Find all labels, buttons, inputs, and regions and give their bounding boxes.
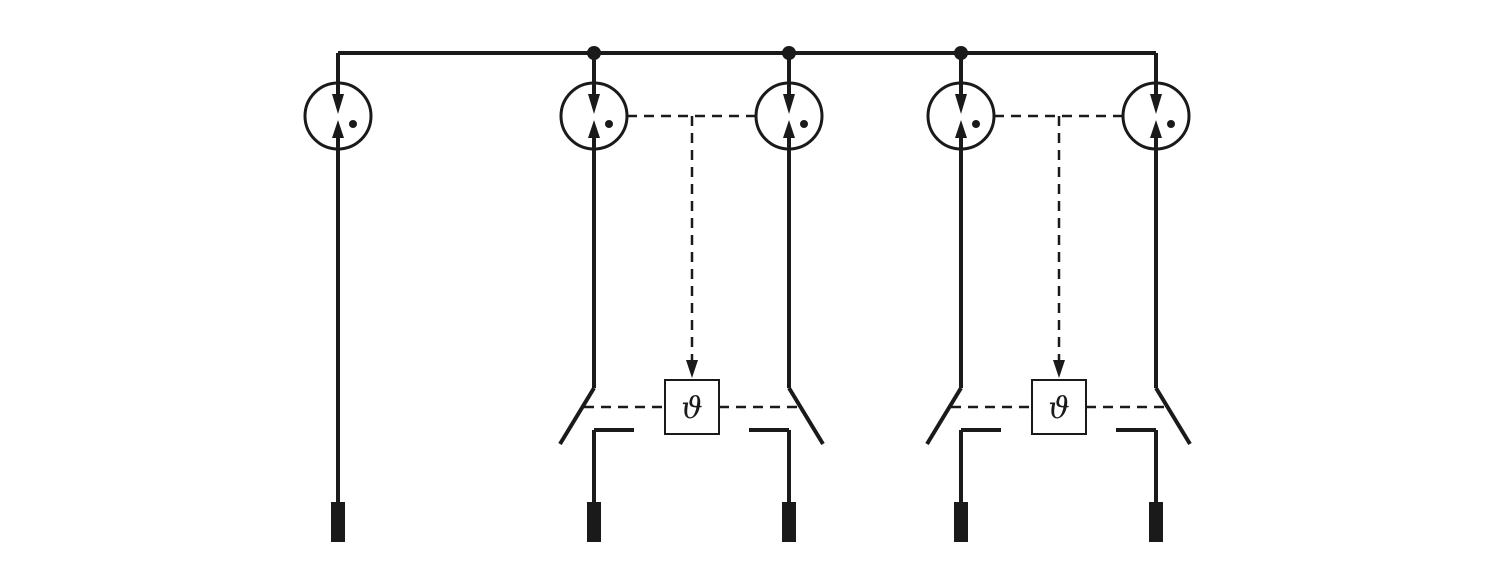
terminal-block xyxy=(331,502,345,542)
unit-3 xyxy=(749,53,825,542)
up-arrow-icon xyxy=(783,120,795,138)
switch-blade xyxy=(925,386,963,446)
down-arrow-icon xyxy=(1150,94,1162,114)
temperature-sensors: ϑ ϑ xyxy=(664,379,1087,435)
down-arrow-icon xyxy=(332,94,344,114)
indicator-dot xyxy=(1167,120,1175,128)
indicator-dot xyxy=(972,120,980,128)
indicator-dot xyxy=(349,120,357,128)
up-arrow-icon xyxy=(332,120,344,138)
theta-symbol: ϑ xyxy=(681,391,702,426)
terminal-block xyxy=(1149,502,1163,542)
up-arrow-icon xyxy=(955,120,967,138)
switch-blade xyxy=(558,386,596,446)
down-arrow-icon xyxy=(1053,360,1065,378)
unit-5 xyxy=(1116,53,1192,542)
indicator-dot xyxy=(800,120,808,128)
terminal-block xyxy=(587,502,601,542)
switch-blade xyxy=(787,386,825,446)
theta-symbol: ϑ xyxy=(1048,391,1069,426)
up-arrow-icon xyxy=(1150,120,1162,138)
down-arrow-icon xyxy=(955,94,967,114)
unit-2 xyxy=(558,53,634,542)
units xyxy=(303,53,1192,542)
sensor-box xyxy=(1031,379,1087,435)
indicator-dot xyxy=(605,120,613,128)
temperature-sensor-2: ϑ xyxy=(1031,379,1087,435)
wiring xyxy=(338,46,1156,60)
down-arrow-icon xyxy=(588,94,600,114)
control-links xyxy=(584,114,1166,409)
terminal-block xyxy=(782,502,796,542)
terminal-block xyxy=(954,502,968,542)
switch-blade xyxy=(1154,386,1192,446)
unit-1 xyxy=(303,53,373,542)
sensor-box xyxy=(664,379,720,435)
temperature-sensor-1: ϑ xyxy=(664,379,720,435)
down-arrow-icon xyxy=(783,94,795,114)
down-arrow-icon xyxy=(686,360,698,378)
up-arrow-icon xyxy=(588,120,600,138)
unit-4 xyxy=(925,53,1001,542)
